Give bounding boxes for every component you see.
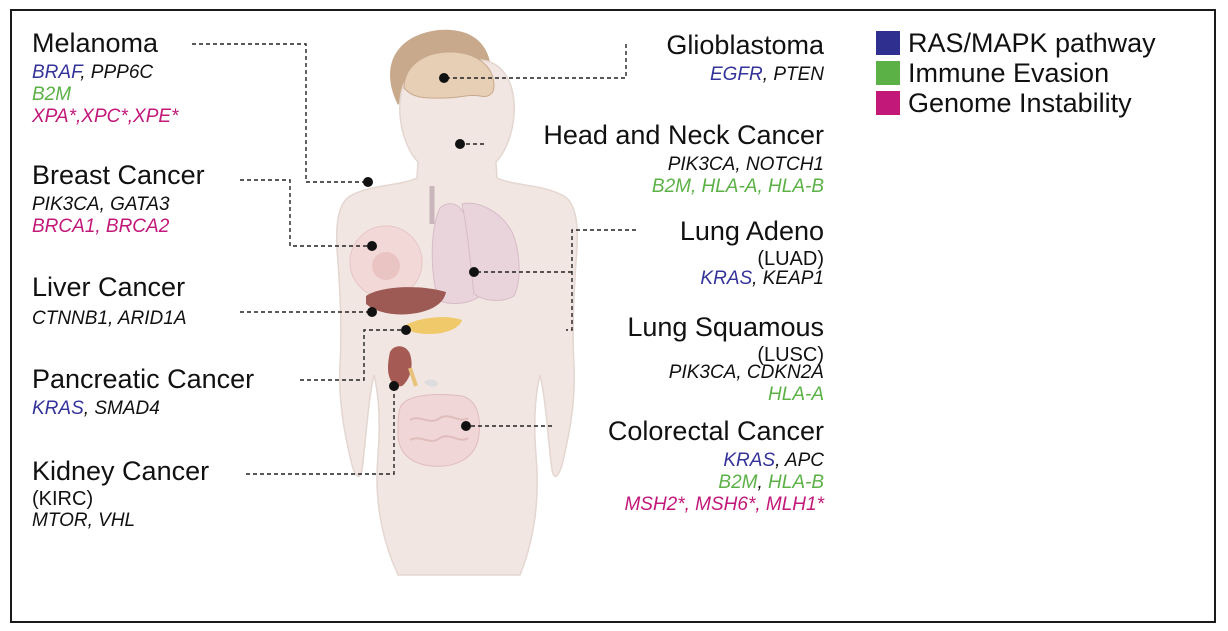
melanoma-genes-3: XPA*,XPC*,XPE*	[32, 106, 178, 128]
gene-keap1: KEAP1	[763, 268, 824, 289]
liver-genes-1: CTNNB1, ARID1A	[32, 308, 187, 330]
gene-separator: ,	[757, 472, 768, 493]
pancreatic-title: Pancreatic Cancer	[32, 364, 254, 394]
leader-kidney	[246, 386, 394, 474]
colorectal-genes-1: KRAS, APC	[723, 450, 824, 472]
colorectal-genes-2: B2M, HLA-B	[718, 472, 824, 494]
lung-adeno-subtitle: (LUAD)	[757, 248, 824, 270]
legend-swatch-ras	[876, 31, 900, 55]
kidney-title: Kidney Cancer	[32, 456, 209, 486]
gene-separator: ,	[775, 450, 785, 471]
gene-separator: ,	[752, 268, 763, 289]
marker-pancreatic	[401, 325, 411, 335]
gene-egfr: EGFR	[710, 64, 763, 85]
melanoma-title: Melanoma	[32, 28, 158, 58]
legend-swatch-immune	[876, 61, 900, 85]
liver-title: Liver Cancer	[32, 272, 185, 302]
gene-ppp6c: PPP6C	[91, 62, 153, 83]
legend-label-ras: RAS/MAPK pathway	[908, 28, 1156, 59]
legend-label-immune: Immune Evasion	[908, 58, 1109, 89]
gene-apc: APC	[785, 450, 824, 471]
body-silhouette	[337, 60, 578, 575]
breast-title: Breast Cancer	[32, 160, 205, 190]
melanoma-genes-2: B2M	[32, 84, 71, 106]
gene-separator: ,	[763, 64, 774, 85]
marker-colorectal	[461, 421, 471, 431]
gene-separator: ,	[84, 398, 95, 419]
colorectal-genes-3: MSH2*, MSH6*, MLH1*	[624, 494, 824, 516]
head-neck-title: Head and Neck Cancer	[543, 120, 824, 150]
gene-braf: BRAF	[32, 62, 80, 83]
breast-genes-1: PIK3CA, GATA3	[32, 194, 170, 216]
gene-kras: KRAS	[32, 398, 84, 419]
marker-kidney	[389, 381, 399, 391]
leader-melanoma	[192, 44, 368, 182]
melanoma-genes-1: BRAF, PPP6C	[32, 62, 153, 84]
lung-squamous-genes-1: PIK3CA, CDKN2A	[669, 362, 824, 384]
kidney-genes-1: MTOR, VHL	[32, 510, 135, 532]
legend-genome: Genome Instability	[876, 88, 1132, 118]
marker-lung	[469, 267, 479, 277]
lung-squamous-title: Lung Squamous	[627, 312, 824, 342]
pancreatic-genes-1: KRAS, SMAD4	[32, 398, 160, 420]
lung-squamous-genes-2: HLA-A	[768, 384, 824, 406]
marker-breast	[367, 241, 377, 251]
gene-hla-b: HLA-B	[768, 472, 824, 493]
breast-genes-2: BRCA1, BRCA2	[32, 216, 169, 238]
marker-liver	[367, 307, 377, 317]
gene-separator: ,	[80, 62, 91, 83]
lung-adeno-genes-1: KRAS, KEAP1	[700, 268, 824, 290]
head-neck-genes-1: PIK3CA, NOTCH1	[668, 154, 824, 176]
gene-kras: KRAS	[700, 268, 752, 289]
colorectal-title: Colorectal Cancer	[608, 416, 824, 446]
gene-kras: KRAS	[723, 450, 775, 471]
glioblastoma-title: Glioblastoma	[666, 30, 824, 60]
marker-glioblastoma	[439, 73, 449, 83]
lung-adeno-title: Lung Adeno	[680, 216, 824, 246]
marker-melanoma	[363, 177, 373, 187]
legend-label-genome: Genome Instability	[908, 88, 1132, 119]
legend-immune: Immune Evasion	[876, 58, 1109, 88]
kidney-subtitle: (KIRC)	[32, 488, 93, 510]
legend-swatch-genome	[876, 91, 900, 115]
head-neck-genes-2: B2M, HLA-A, HLA-B	[652, 176, 824, 198]
glioblastoma-genes-1: EGFR, PTEN	[710, 64, 824, 86]
gene-b2m: B2M	[718, 472, 757, 493]
marker-head-neck	[455, 139, 465, 149]
gene-pten: PTEN	[773, 64, 824, 85]
legend-ras: RAS/MAPK pathway	[876, 28, 1156, 58]
gene-smad4: SMAD4	[94, 398, 159, 419]
